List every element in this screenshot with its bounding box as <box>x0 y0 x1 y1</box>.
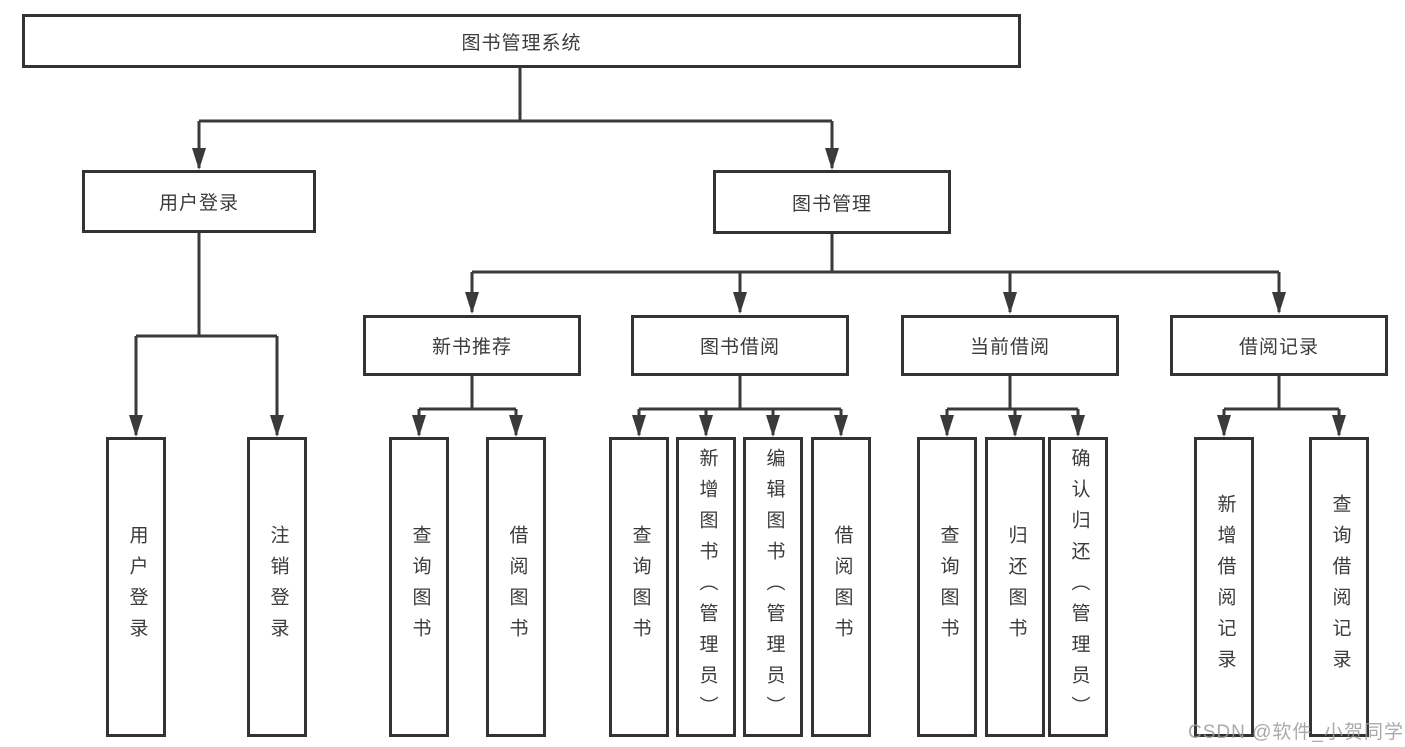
connector-new-book-children <box>412 376 523 437</box>
leaf-user-login: 用户登录 <box>106 437 166 737</box>
node-library-system: 图书管理系统 <box>22 14 1021 68</box>
leaf-borrowing-borrow-books: 借阅图书 <box>811 437 871 737</box>
leaf-current-return-books: 归还图书 <box>985 437 1045 737</box>
connector-root-to-level2 <box>192 68 839 170</box>
leaf-current-query-books: 查询图书 <box>917 437 977 737</box>
connector-current-borrowing-children <box>940 376 1085 437</box>
connector-user-login-children <box>129 233 284 437</box>
connector-book-management-children <box>465 234 1286 314</box>
node-borrowing-records: 借阅记录 <box>1170 315 1388 376</box>
leaf-logout: 注销登录 <box>247 437 307 737</box>
leaf-current-confirm-return-admin: 确认归还（管理员） <box>1048 437 1108 737</box>
leaf-records-add-record: 新增借阅记录 <box>1194 437 1254 737</box>
leaf-recommend-query-books: 查询图书 <box>389 437 449 737</box>
node-current-borrowing: 当前借阅 <box>901 315 1119 376</box>
leaf-records-query-record: 查询借阅记录 <box>1309 437 1369 737</box>
watermark: CSDN @软件_小贺同学 <box>1188 722 1404 743</box>
node-user-login: 用户登录 <box>82 170 316 233</box>
leaf-recommend-borrow-books: 借阅图书 <box>486 437 546 737</box>
node-book-borrowing: 图书借阅 <box>631 315 849 376</box>
leaf-borrowing-edit-books-admin: 编辑图书（管理员） <box>743 437 803 737</box>
node-book-management: 图书管理 <box>713 170 951 234</box>
connector-book-borrowing-children <box>632 376 848 437</box>
connector-borrowing-records-children <box>1217 376 1346 437</box>
node-new-book-recommend: 新书推荐 <box>363 315 581 376</box>
leaf-borrowing-add-books-admin: 新增图书（管理员） <box>676 437 736 737</box>
leaf-borrowing-query-books: 查询图书 <box>609 437 669 737</box>
